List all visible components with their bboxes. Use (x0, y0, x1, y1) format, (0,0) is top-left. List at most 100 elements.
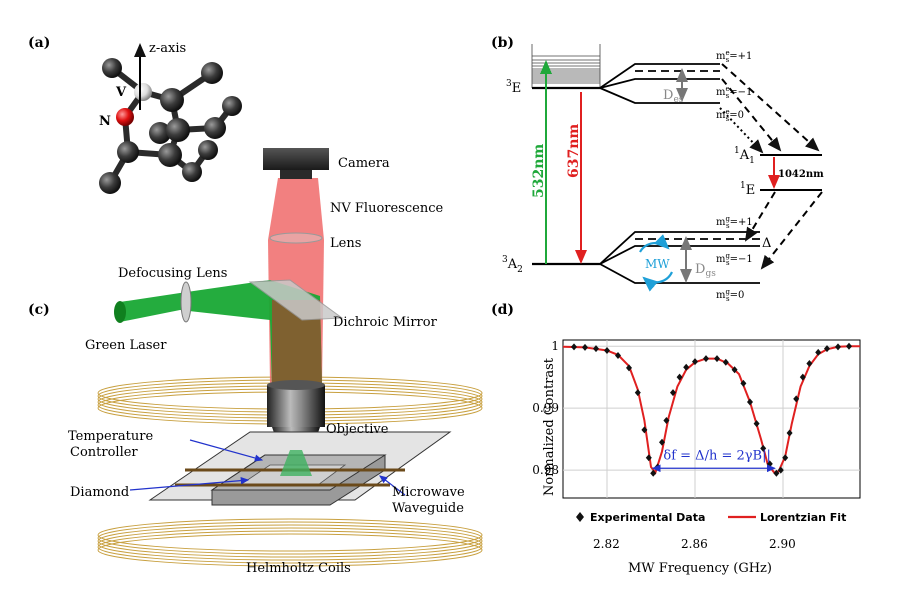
data-point (663, 417, 670, 425)
data-point (777, 466, 784, 474)
label-1E: 1E (740, 181, 755, 198)
data-point (683, 363, 690, 371)
y-tick-label: 0.99 (532, 401, 559, 415)
data-point (645, 454, 652, 462)
leader-lines (129, 439, 406, 496)
data-point (659, 438, 665, 446)
laser-source (114, 301, 126, 323)
plot-frame (562, 339, 861, 499)
data-point (731, 366, 738, 374)
x-tick-label: 2.90 (769, 537, 796, 551)
df-annotation: δf = Δ/h = 2γB|| (663, 448, 770, 463)
objective-top (267, 380, 325, 390)
objective-label: Objective (326, 422, 389, 437)
temp-label-2: Controller (70, 445, 138, 460)
label-3A2: 3A2 (502, 255, 523, 275)
panel-a-label: (a) (28, 35, 50, 51)
panel-c: (c) (28, 148, 483, 576)
y-tick-label: 0.98 (532, 463, 559, 477)
dgs-label: Dgs (695, 262, 716, 279)
fluor-label: NV Fluorescence (330, 201, 443, 216)
emission-label: 637nm (566, 124, 582, 178)
defocusing-lens (180, 281, 192, 323)
data-point (824, 345, 830, 353)
panel-d: (d) 2.82 2.86 2.90 0.98 0.99 1 δf = Δ/h = 2γB… (491, 302, 861, 576)
lens-label: Lens (330, 236, 361, 251)
lens (269, 232, 323, 244)
data-point (714, 355, 720, 363)
panel-d-label: (d) (491, 302, 514, 318)
data-point (806, 360, 813, 368)
y-tick-label: 1 (551, 339, 559, 353)
z-axis-label: z-axis (149, 41, 186, 56)
data-point (799, 373, 806, 381)
mw-label: MW (645, 257, 670, 271)
data-point (634, 389, 641, 397)
camera (263, 148, 329, 170)
y-axis-label: Normalized Contrast (542, 357, 557, 496)
x-tick-label: 2.82 (593, 537, 620, 551)
legend-label-fit: Lorentzian Fit (760, 511, 846, 524)
vacancy-atom (134, 83, 152, 101)
data-point (626, 364, 632, 372)
temp-label-1: Temperature (68, 429, 153, 444)
data-point (641, 426, 648, 434)
panel-a: (a) z-axis V N (28, 35, 242, 194)
legend-marker-data (576, 512, 584, 522)
data-point (782, 454, 789, 462)
crystal-atoms (99, 58, 242, 194)
x-axis-label: MW Frequency (GHz) (628, 561, 772, 576)
data-point (793, 395, 800, 403)
dichroic-mirror (248, 279, 344, 321)
data-point (703, 355, 709, 363)
des-label: Des (663, 88, 684, 105)
data-point (615, 351, 621, 359)
data-point (676, 373, 683, 381)
mw-label-2: Waveguide (392, 501, 464, 516)
data-point (670, 389, 676, 397)
camera-mount (280, 170, 312, 179)
panel-b: (b) 3E 3A2 53 (491, 35, 824, 303)
data-point (747, 398, 753, 406)
panel-c-label: (c) (28, 302, 50, 318)
laser-label: Green Laser (85, 338, 167, 353)
x-tick-label: 2.86 (681, 537, 708, 551)
mw-arrow-bottom (642, 271, 673, 292)
ir-label: 1042nm (778, 169, 824, 180)
data-point (582, 343, 588, 351)
defocus-label: Defocusing Lens (118, 266, 227, 281)
isc-arrows (719, 63, 823, 270)
phonon-band (531, 44, 601, 88)
green-laser-beam (120, 280, 322, 388)
coil-bottom (97, 518, 483, 567)
coils-label: Helmholtz Coils (246, 561, 351, 576)
delta-label: Δ (762, 236, 771, 251)
data-point (593, 345, 599, 353)
nitrogen-atom (116, 108, 134, 126)
data-point (571, 343, 577, 351)
camera-label: Camera (338, 156, 390, 171)
excitation-label: 532nm (531, 144, 547, 198)
focus-cone (280, 450, 312, 476)
panel-b-label: (b) (491, 35, 514, 51)
dichroic-label: Dichroic Mirror (333, 315, 438, 330)
es-splitting (599, 63, 720, 104)
plot-ticks: 2.82 2.86 2.90 0.98 0.99 1 (532, 339, 795, 551)
legend-label-data: Experimental Data (590, 511, 705, 524)
data-point (786, 429, 793, 437)
label-1A1: 1A1 (734, 146, 755, 166)
diamond-label: Diamond (70, 485, 129, 500)
data-point (760, 444, 767, 452)
data-point (753, 420, 760, 428)
data-point (835, 343, 841, 351)
data-point (604, 347, 610, 355)
objective (267, 385, 325, 427)
data-point (692, 358, 698, 366)
data-point (846, 342, 852, 350)
overlap-region (272, 300, 322, 388)
